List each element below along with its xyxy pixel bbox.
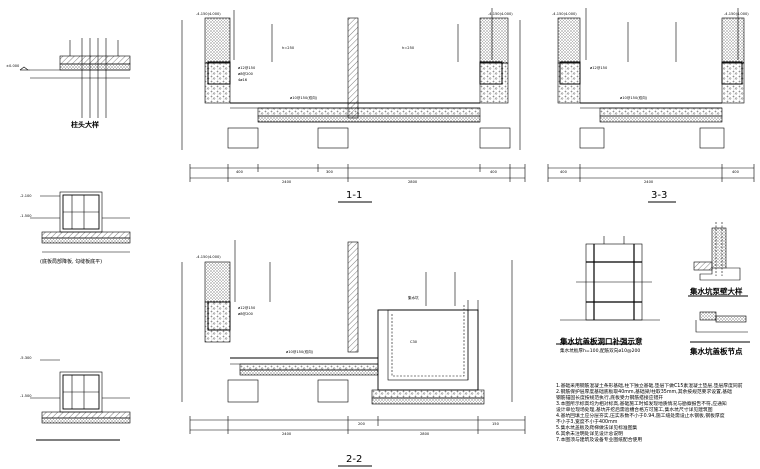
elev-c-left: -5.300 <box>20 356 32 360</box>
sump-lid-node-detail <box>690 311 750 343</box>
column-head-detail <box>19 38 131 118</box>
dim-22-b: 2800 <box>420 432 430 436</box>
elev-b-left-lower: -1.500 <box>20 394 32 398</box>
rebar-a-22: ø12@150 <box>238 306 256 310</box>
rebar-d-22: ø10@150(双向) <box>286 350 314 354</box>
caption-left-mid: (底板局部降板, 勾缝板底平) <box>40 259 103 265</box>
dim-22-a: 2400 <box>282 432 292 436</box>
drain-detail-upper <box>30 191 131 253</box>
rebar-b-11: ø8@200 <box>238 72 253 76</box>
elev-label-top: -4.150(4.000) <box>196 12 221 16</box>
h-label-11: h=250 <box>282 46 295 50</box>
note-line: 5.集水坑盖板及爬梯做法详见标准图集 <box>556 426 638 431</box>
general-notes: 1.基础采用钢筋混凝土条形基础,柱下独立基础,垫层下做C15素混凝土垫层,垫层厚… <box>556 384 756 444</box>
note-line: 7.本图须与建筑及设备专业图纸配合使用 <box>556 438 643 443</box>
title-column-head: 柱头大样 <box>71 121 99 129</box>
title-sump-lid-node: 集水坑盖板节点 <box>690 347 743 356</box>
title-sump-parapet: 集水坑泵壁大样 <box>690 287 743 296</box>
elev-label-top-right: -4.150(4.000) <box>488 12 513 16</box>
title-sump-lid-opening: 集水坑盖板洞口补强示意 <box>560 337 643 346</box>
note-line: 不小于3,宽度不小于400mm <box>556 420 618 425</box>
rebar-a-11: ø12@150 <box>238 66 256 70</box>
elev-label-33: -4.150(4.000) <box>552 12 577 16</box>
room-label-11: h=250 <box>402 46 415 50</box>
rebar-d-11: ø10@150(双向) <box>290 96 318 100</box>
dim-22-c: 200 <box>358 422 365 426</box>
section-3-3 <box>547 8 755 203</box>
note-line: 6.其余未注明处详见设计总说明 <box>556 432 623 437</box>
section-2-2 <box>181 240 526 467</box>
dim-11-e: 400 <box>490 170 497 174</box>
title-section-1-1: 1-1 <box>346 190 363 201</box>
room-label-22: 集水坑 <box>408 296 419 300</box>
dim-11-c: 400 <box>236 170 243 174</box>
level-mark-left: ±0.000 <box>6 64 20 68</box>
sump-lid-opening-detail <box>556 236 660 345</box>
note-line: 3.本图所示标高均为相对标高,基础施工时如发现地质情况与勘察报告不符,应通知 <box>556 402 727 407</box>
elev-label-33-right: -4.150(4.000) <box>724 12 749 16</box>
rebar-d-33: ø10@150(双向) <box>620 96 648 100</box>
rebar-c-11: 4ø16 <box>238 78 248 82</box>
dim-33-b: 400 <box>560 170 567 174</box>
elev-label-22: -4.150(4.000) <box>196 255 221 259</box>
dim-11-a: 2400 <box>282 180 292 184</box>
elev-a-left: -2.100 <box>20 194 32 198</box>
c30-label-22: C30 <box>410 340 418 344</box>
title-section-2-2: 2-2 <box>346 454 363 465</box>
subtitle-sump-lid: 集水坑板厚h=100,配筋双向ø10@200 <box>560 349 641 354</box>
note-line: 2.钢筋保护层厚度基础底板取40mm,基础梁/柱取35mm,其余按规范要求设置,… <box>556 390 732 395</box>
note-line: 钢筋锚固长度按规范执行,底板受力钢筋搭接应错开 <box>556 396 664 401</box>
dim-33-a: 2400 <box>644 180 654 184</box>
note-line: 设计单位现场处理,基坑开挖后需验槽合格方可施工,集水坑尺寸详见建筑图 <box>556 408 713 413</box>
title-section-3-3: 3-3 <box>651 190 668 201</box>
section-1-1 <box>181 8 526 203</box>
note-line: 4.基坑回填土应分层夯实,压实系数不小于0.94,施工缝处需设止水钢板,钢板厚度 <box>556 414 725 419</box>
note-line: 1.基础采用钢筋混凝土条形基础,柱下独立基础,垫层下做C15素混凝土垫层,垫层厚… <box>556 384 743 389</box>
rebar-a-33: ø12@150 <box>590 66 608 70</box>
dim-11-d: 300 <box>326 170 333 174</box>
dim-11-b: 2800 <box>408 180 418 184</box>
drain-detail-lower <box>30 359 131 441</box>
dim-22-d: 150 <box>492 422 499 426</box>
elev-b-left: -1.500 <box>20 214 32 218</box>
sump-parapet-detail <box>688 222 748 297</box>
dim-33-c: 400 <box>732 170 739 174</box>
rebar-b-22: ø8@200 <box>238 312 253 316</box>
